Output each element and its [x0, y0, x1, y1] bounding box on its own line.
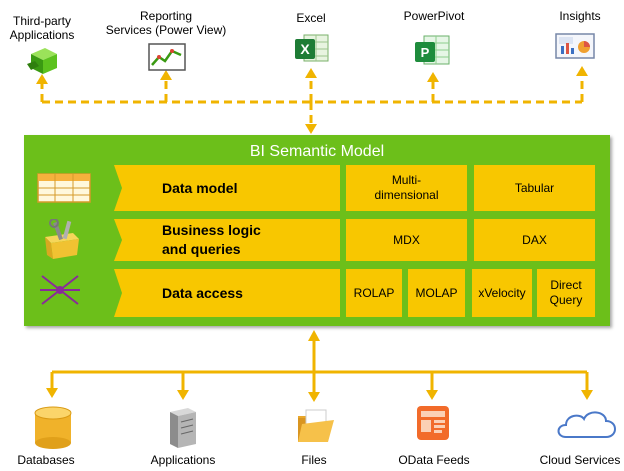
client-label-insights: Insights	[559, 9, 601, 23]
layer-data-model: Data model	[114, 165, 340, 211]
source-label-cloud-services: Cloud Services	[539, 453, 621, 467]
folder-icon	[298, 409, 334, 442]
server-icon	[170, 408, 196, 448]
cell-rolap: ROLAP	[346, 269, 402, 317]
cell-mdx: MDX	[346, 219, 467, 261]
source-label-odata-feeds: OData Feeds	[398, 453, 470, 467]
insights-icon	[555, 33, 595, 59]
third-party-apps-icon	[27, 48, 57, 74]
source-label-files: Files	[301, 453, 327, 467]
power-view-icon	[148, 43, 186, 71]
client-label-powerpivot: PowerPivot	[403, 9, 465, 23]
source-label-databases: Databases	[17, 453, 75, 467]
svg-text:X: X	[300, 41, 310, 57]
source-label-applications: Applications	[150, 453, 216, 467]
excel-icon: X	[295, 34, 329, 62]
database-icon	[34, 406, 72, 449]
cell-xvelocity: xVelocity	[472, 269, 532, 317]
layer-data-access: Data access	[114, 269, 340, 317]
svg-text:P: P	[421, 45, 430, 60]
cell-tabular: Tabular	[474, 165, 595, 211]
layer-label-data-access: Data access	[162, 284, 243, 301]
model-title: BI Semantic Model	[249, 143, 385, 160]
layer-label-data-model: Data model	[162, 179, 238, 196]
cell-dax: DAX	[474, 219, 595, 261]
cloud-icon	[557, 411, 616, 438]
powerpivot-icon: P	[415, 35, 450, 65]
table-grid-icon	[37, 173, 91, 203]
network-arrows-icon	[40, 275, 80, 305]
cell-molap: MOLAP	[408, 269, 465, 317]
odata-feed-icon	[417, 406, 449, 440]
bi-semantic-model-panel: BI Semantic Model Data mode	[24, 135, 610, 326]
tools-box-icon	[45, 219, 79, 259]
cell-multidimensional: Multi-dimensional	[346, 165, 467, 211]
client-label-excel: Excel	[296, 11, 326, 25]
